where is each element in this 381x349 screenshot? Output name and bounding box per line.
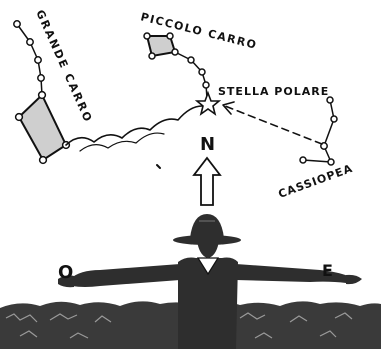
cassiopeia-label: CASSIOPEA (277, 162, 355, 201)
star (14, 21, 20, 27)
star (27, 39, 33, 45)
polaris-label: STELLA POLARE (218, 85, 329, 98)
north-arrow-icon (194, 158, 220, 205)
star (172, 49, 178, 55)
star (16, 114, 23, 121)
star (149, 53, 155, 59)
star (39, 92, 46, 99)
star (327, 97, 333, 103)
star (38, 75, 44, 81)
star (199, 69, 205, 75)
star (203, 82, 209, 88)
star (35, 57, 41, 63)
polaris-star-icon (197, 93, 219, 114)
star (331, 116, 337, 122)
west-label: O (58, 262, 73, 283)
star (328, 159, 334, 165)
dashed-pointer-from-cassiopeia (223, 102, 322, 144)
star (167, 33, 173, 39)
star (144, 33, 150, 39)
cassiopeia-constellation (300, 97, 337, 165)
north-label: N (200, 134, 215, 155)
little-dipper-constellation (144, 33, 209, 98)
east-label: E (322, 261, 333, 280)
big-dipper-bowl (19, 95, 66, 160)
star (300, 157, 306, 163)
mark (157, 165, 160, 168)
star (40, 157, 47, 164)
star (188, 57, 194, 63)
